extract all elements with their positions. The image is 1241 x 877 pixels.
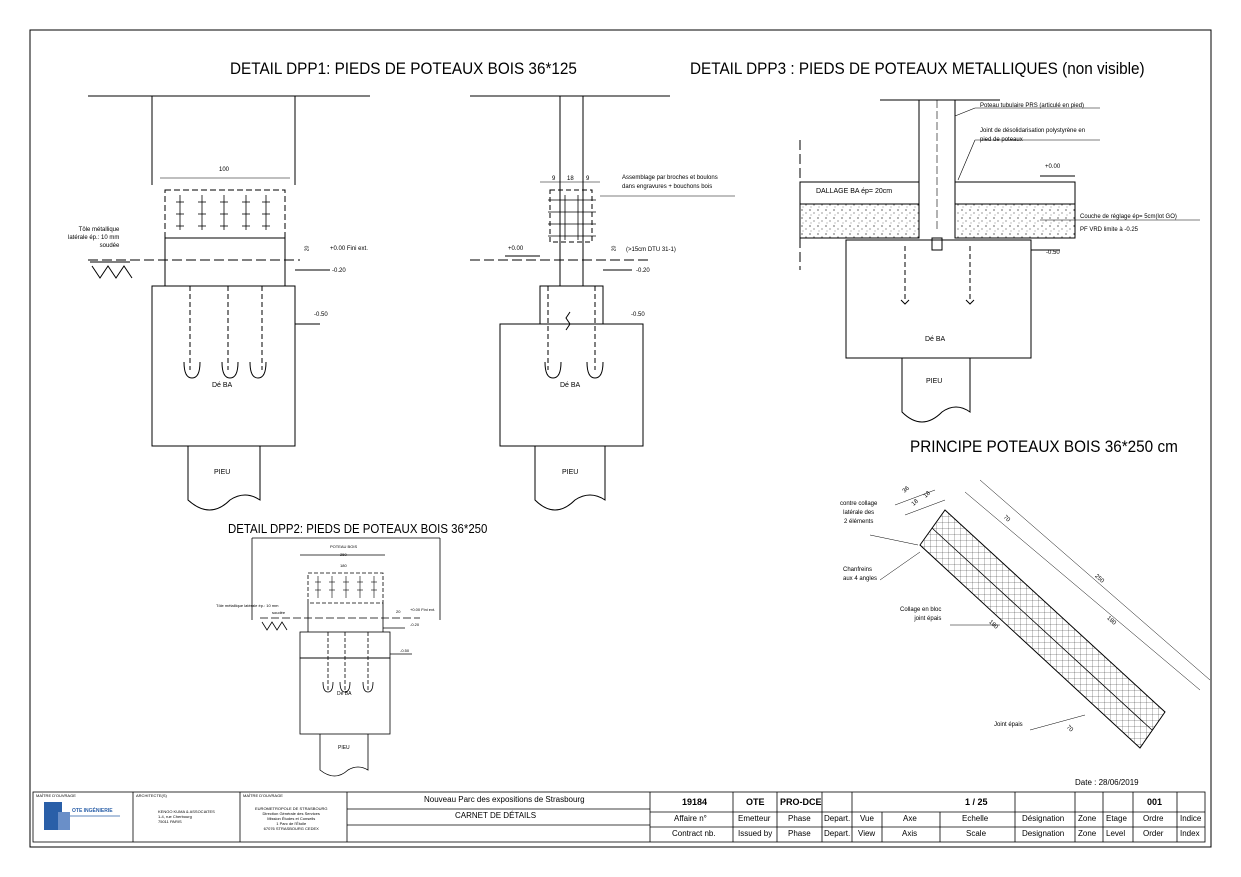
- dpp1b-dim-18: 18: [567, 176, 574, 182]
- tb-en-contract: Contract nb.: [672, 829, 716, 838]
- tb-logo-name: OTE INGÉNIERIE: [72, 808, 113, 814]
- tb-en-phase: Phase: [788, 829, 811, 838]
- dpp1-bolts: [176, 195, 270, 230]
- dpp2-poteau-bois: POTEAU BOIS: [330, 544, 358, 549]
- tb-en-level: Level: [1106, 829, 1126, 838]
- tb-document: CARNET DE DÉTAILS: [455, 811, 537, 820]
- dpp1b-level-020: -0.20: [636, 268, 650, 274]
- drawing-date: Date : 28/06/2019: [1075, 778, 1139, 787]
- dpp3-de-ba: Dé BA: [925, 336, 946, 343]
- tb-en-designation: Designation: [1022, 829, 1065, 838]
- tb-fr-phase: Phase: [788, 814, 811, 823]
- title-block: [32, 791, 1206, 843]
- principe-chanfreins: Chanfreins aux 4 angles: [843, 567, 878, 582]
- principe-collage: Collage en bloc joint épais: [900, 607, 942, 622]
- title-dpp3: DETAIL DPP3 : PIEDS DE POTEAUX METALLIQU…: [690, 59, 1145, 78]
- tb-emetteur: OTE: [746, 797, 765, 807]
- tb-moa-lines: EUROMETROPOLE DE STRASBOURG Direction Gé…: [255, 806, 328, 831]
- dpp3-level-050: -0.50: [1046, 250, 1060, 256]
- tb-label-moa: MAÎTRE D'OUVRAGE: [36, 793, 76, 798]
- principe-joint-epais: Joint épais: [994, 722, 1023, 728]
- dpp2-fini: +0.00 Fini ext.: [410, 607, 436, 612]
- tb-fr-ordre: Ordre: [1143, 814, 1164, 823]
- tb-en-axis: Axis: [902, 829, 918, 838]
- dpp2-pieu: PIEU: [338, 745, 350, 751]
- dpp1b-pieu: PIEU: [562, 469, 579, 476]
- dpp1-side-drawing: [470, 95, 735, 511]
- dpp2-bolts: [315, 576, 377, 598]
- tb-fr-depart: Depart.: [824, 814, 851, 823]
- dpp1-fini-level: +0.00 Fini ext.: [330, 246, 368, 252]
- dpp1-level-050: -0.50: [314, 312, 328, 318]
- tb-fr-vue: Vue: [860, 814, 874, 823]
- tb-fr-affaire: Affaire n°: [674, 814, 707, 823]
- dpp1b-assemblage: Assemblage par broches et boulons dans e…: [622, 175, 718, 190]
- dpp3-poteau-tubulaire: Poteau tubulaire PRS (articulé en pied): [980, 103, 1085, 109]
- dpp1-pieu: PIEU: [214, 469, 231, 476]
- dpp1b-dtu: (>15cm DTU 31-1): [626, 247, 676, 253]
- title-dpp1: DETAIL DPP1: PIEDS DE POTEAUX BOIS 36*12…: [230, 59, 577, 78]
- principe-contre-collage: contre collage latérale des 2 éléments: [840, 501, 878, 525]
- dpp3-couche: Couche de réglage ép= 5cm(lot GO): [1080, 214, 1177, 220]
- dpp1b-dim-9b: 9: [586, 176, 590, 182]
- dpp1b-level-050: -0.50: [631, 312, 645, 318]
- dpp1-side-bolts: [548, 195, 596, 240]
- dpp1-level-020: -0.20: [332, 268, 346, 274]
- principe-drawing: [869, 479, 1211, 749]
- tb-phase: PRO-DCE: [780, 797, 822, 807]
- tb-fr-echelle: Echelle: [962, 814, 989, 823]
- tb-fr-indice: Indice: [1180, 814, 1202, 823]
- dpp1-dim-width: 100: [219, 167, 230, 173]
- dpp1b-level-000: +0.00: [508, 246, 524, 252]
- tb-en-scale: Scale: [966, 829, 987, 838]
- tb-en-order: Order: [1143, 829, 1164, 838]
- dpp3-level-000: +0.00: [1045, 164, 1061, 170]
- dpp1b-dim-9a: 9: [552, 176, 556, 182]
- dpp3-joint: Joint de désolidarisation polystyrène en…: [980, 128, 1086, 143]
- dpp2-soudee: soudée: [272, 610, 286, 615]
- dpp2-de-ba: Dé BA: [337, 691, 352, 697]
- dpp1-de-ba: Dé BA: [212, 382, 233, 389]
- tb-en-issued: Issued by: [738, 829, 773, 838]
- dpp2-level-050: -0.50: [400, 648, 410, 653]
- tb-affaire: 19184: [682, 797, 708, 807]
- dpp2-dim-20: 20: [396, 609, 401, 614]
- tb-en-view: View: [858, 829, 876, 838]
- tb-project: Nouveau Parc des expositions de Strasbou…: [424, 795, 585, 804]
- dpp3-dallage: DALLAGE BA ép= 20cm: [816, 188, 893, 195]
- dpp2-level-020: -0.20: [410, 622, 420, 627]
- dpp2-dim-180: 180: [340, 563, 347, 568]
- sheet-border: [29, 29, 1212, 848]
- tb-label-archi: ARCHITECTE(S): [136, 793, 167, 798]
- dpp1b-dim-20: 20: [611, 245, 618, 252]
- title-dpp2: DETAIL DPP2: PIEDS DE POTEAUX BOIS 36*25…: [228, 521, 488, 536]
- tb-fr-axe: Axe: [903, 814, 917, 823]
- tb-fr-zone: Zone: [1078, 814, 1097, 823]
- dpp2-drawing: [251, 537, 441, 777]
- tb-fr-emetteur: Emetteur: [738, 814, 771, 823]
- dpp1-dim-20: 20: [304, 245, 311, 252]
- dpp1-drawing: [88, 95, 370, 511]
- tb-en-index: Index: [1180, 829, 1200, 838]
- tb-indice: 001: [1147, 797, 1163, 807]
- tb-echelle: 1 / 25: [965, 797, 988, 807]
- tb-label-bet: MAÎTRE D'OUVRAGE: [243, 793, 283, 798]
- tb-en-zone: Zone: [1078, 829, 1097, 838]
- dpp3-pf-vrd: PF VRD limite à -0.25: [1080, 227, 1139, 233]
- tb-fr-etage: Etage: [1106, 814, 1127, 823]
- dpp2-tole: Tôle métallique latérale ép.: 10 mm: [216, 603, 279, 608]
- tb-en-depart: Depart.: [824, 829, 851, 838]
- dpp1b-de-ba: Dé BA: [560, 382, 581, 389]
- tb-archi-lines: KENGO KUMA & ASSOCIATES 1-4, rue Cherbou…: [158, 809, 215, 824]
- dpp3-pieu: PIEU: [926, 378, 943, 385]
- dpp2-dim-250: 250: [340, 552, 347, 557]
- dpp3-drawing: [799, 99, 1200, 423]
- ote-logo: [44, 802, 120, 830]
- tb-fr-designation: Désignation: [1022, 814, 1065, 823]
- dpp1-tole-label: Tôle métallique latérale ép.: 10 mm soud…: [68, 227, 120, 249]
- title-principe: PRINCIPE POTEAUX BOIS 36*250 cm: [910, 437, 1178, 456]
